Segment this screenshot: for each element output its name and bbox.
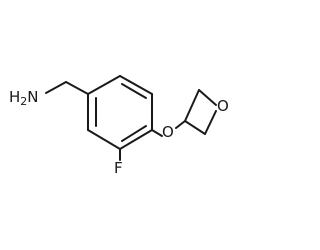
oxetane-bond-3 [204, 110, 217, 135]
ring-double-inner-3 [121, 125, 147, 142]
bond-ring-o [151, 129, 163, 137]
oxetane-bond-1 [184, 89, 200, 122]
oxetane-oxygen-label: O [217, 97, 229, 115]
structure-diagram: H2N F O O [9, 75, 229, 177]
ring-bond-c5-c6 [87, 129, 121, 150]
bonds [45, 75, 217, 161]
ring-double-inner-2 [121, 83, 147, 99]
ether-oxygen-label: O [162, 123, 174, 141]
atom-labels: H2N F O O [9, 88, 229, 177]
oxetane-bond-4 [184, 120, 206, 135]
ring-bond-c2-c3 [119, 75, 153, 95]
ring-bond-c1-c2 [87, 75, 121, 95]
oxetane-bond-2 [198, 89, 217, 106]
amine-label: H2N [9, 88, 39, 108]
ring-bond-c4-c5 [119, 129, 153, 150]
bond-ch2-ring [65, 81, 89, 95]
bond-n-ch2 [45, 81, 67, 94]
bond-o-oxetane [175, 120, 186, 129]
fluorine-label: F [114, 159, 123, 177]
